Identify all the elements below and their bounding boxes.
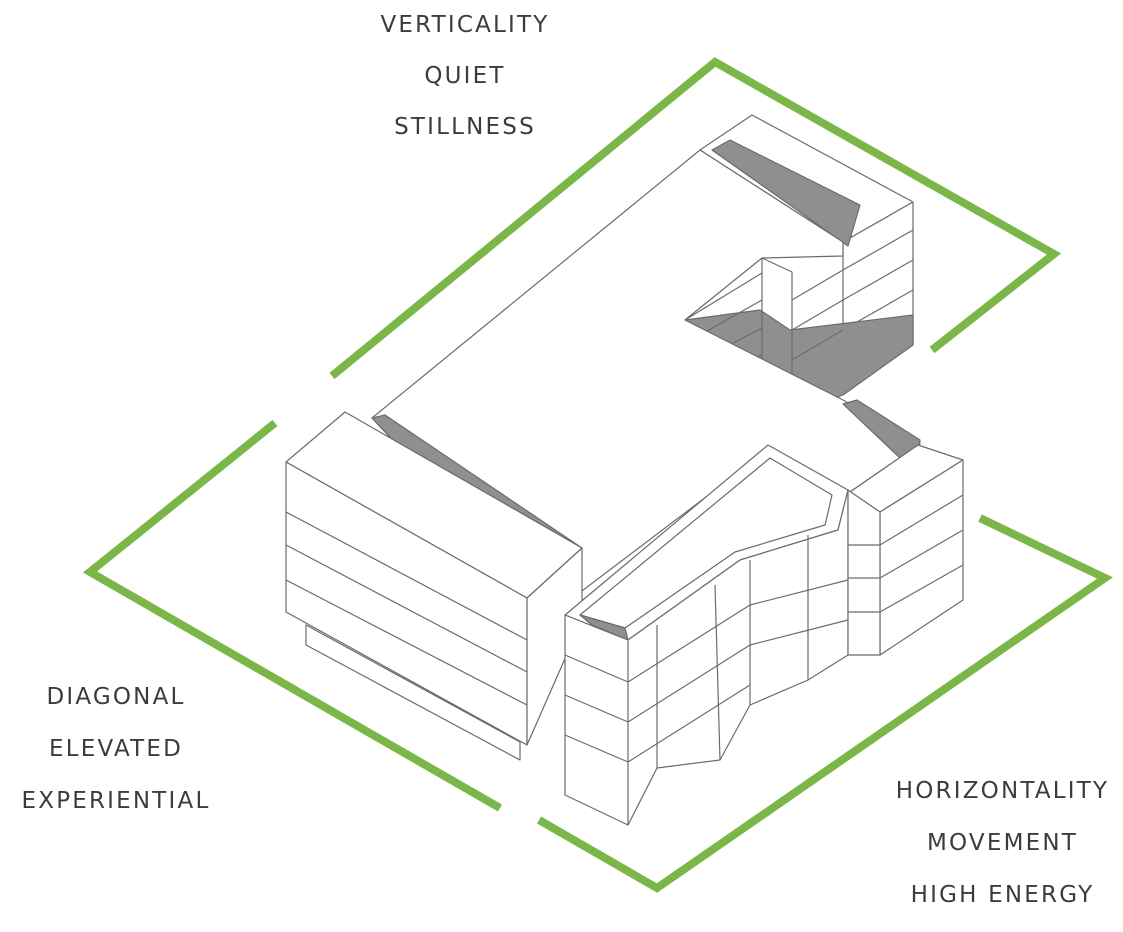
left-wing-floor-lines — [285, 511, 528, 706]
right-wing-side — [847, 489, 881, 656]
frame-left-zone — [82, 419, 502, 812]
label-group-right: HORIZONTALITY MOVEMENT HIGH ENERGY — [880, 776, 1123, 932]
label-group-top: VERTICALITY QUIET STILLNESS — [340, 10, 590, 163]
label-stillness: STILLNESS — [394, 114, 536, 140]
tower-shadow-top — [711, 139, 861, 247]
label-group-left: DIAGONAL ELEVATED EXPERIENTIAL — [6, 682, 226, 838]
label-quiet: QUIET — [424, 63, 506, 89]
building-axonometric-diagram — [82, 57, 1113, 893]
label-movement: MOVEMENT — [926, 830, 1079, 856]
label-diagonal: DIAGONAL — [46, 684, 186, 710]
right-wing-floor-lines — [848, 494, 964, 613]
zone-frames — [82, 57, 1113, 893]
label-high-energy: HIGH ENERGY — [910, 882, 1095, 908]
label-experiential: EXPERIENTIAL — [21, 788, 211, 814]
building — [285, 114, 964, 826]
frame-right-zone — [537, 514, 1113, 893]
label-horizontality: HORIZONTALITY — [895, 778, 1110, 804]
front-block-floor-lines — [564, 579, 849, 763]
frame-top-zone — [329, 57, 1062, 380]
label-elevated: ELEVATED — [49, 736, 183, 762]
front-block-bays — [627, 535, 809, 825]
label-verticality: VERTICALITY — [380, 12, 550, 38]
left-wing-base — [305, 624, 521, 761]
